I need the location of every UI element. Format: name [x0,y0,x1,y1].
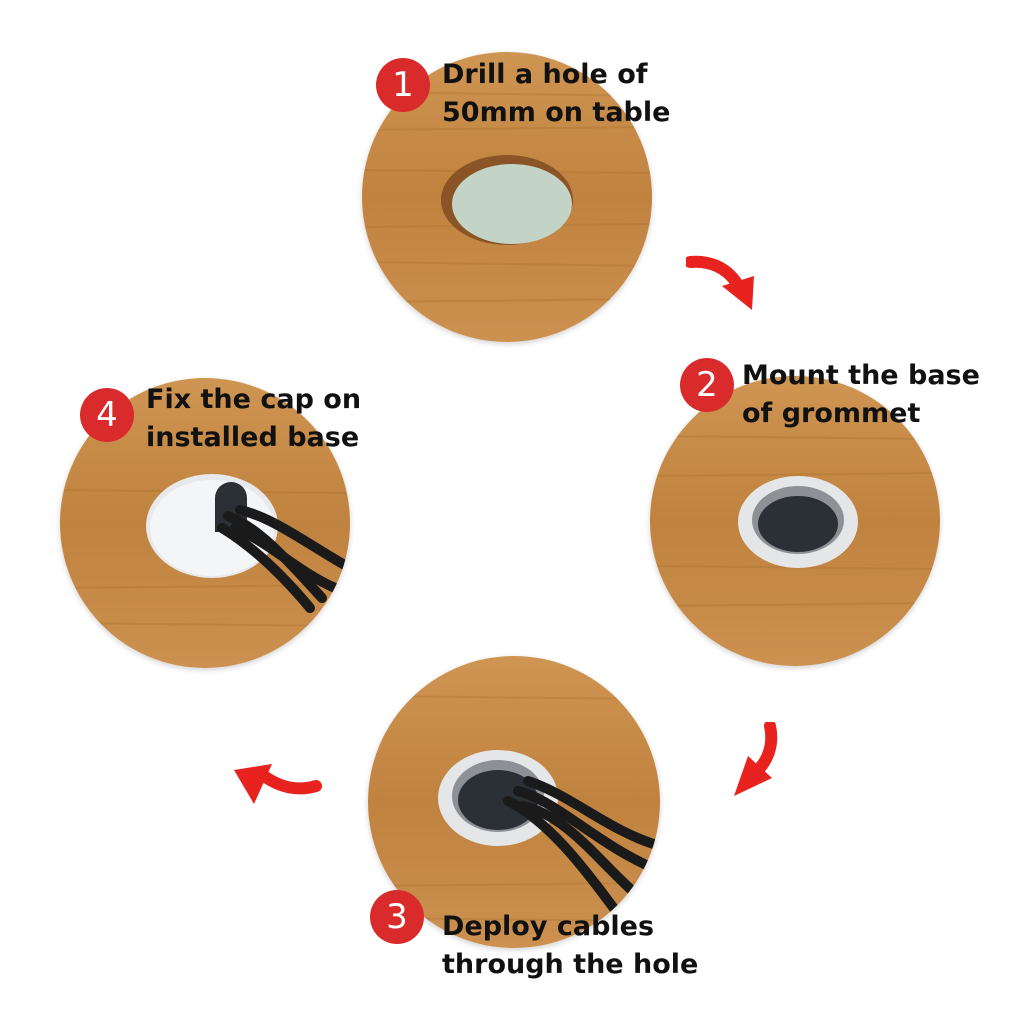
step-1-caption-line-1: Drill a hole of [442,59,648,90]
step-1-badge: 1 [376,58,430,112]
step-4-caption-line-1: Fix the cap on [146,384,362,415]
step-1-caption-line-2: 50mm on table [442,97,671,128]
step-2-caption-line-1: Mount the base [742,360,980,391]
step-1-caption: Drill a hole of 50mm on table [442,56,670,132]
curved-arrow-icon [734,722,778,796]
step-2-caption: Mount the base of grommet [742,357,980,433]
grommet-base-illustration [650,376,940,666]
step-3-badge: 3 [370,890,424,944]
step-1-disc [362,52,652,342]
drilled-hole-illustration [362,52,652,342]
step-2-disc [650,376,940,666]
step-3-caption-line-2: through the hole [442,949,699,980]
step-4-caption-line-2: installed base [146,422,360,453]
step-3-caption: Deploy cables through the hole [442,908,698,984]
curved-arrow-icon [686,255,754,310]
step-2-badge: 2 [680,358,734,412]
step-4-badge: 4 [80,388,134,442]
step-4-caption: Fix the cap on installed base [146,381,361,457]
curved-arrow-icon [234,764,322,804]
step-3-caption-line-1: Deploy cables [442,911,655,942]
step-2-caption-line-2: of grommet [742,398,921,429]
